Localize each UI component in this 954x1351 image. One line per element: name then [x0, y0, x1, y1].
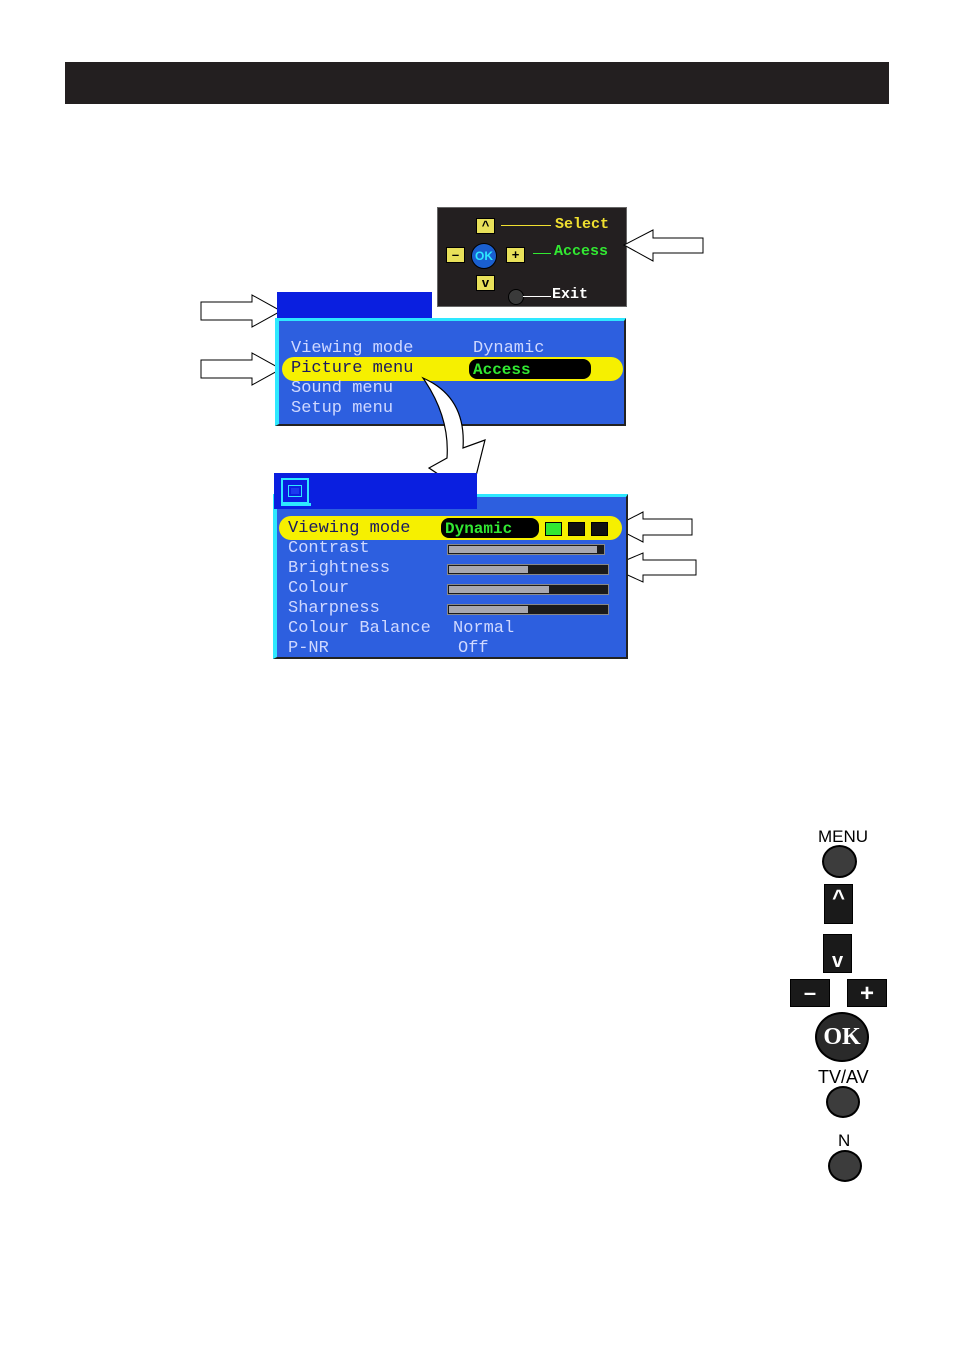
sharpness-slider[interactable]: [447, 604, 609, 615]
colour-balance-value: Normal: [453, 619, 514, 639]
n-button[interactable]: [828, 1150, 862, 1182]
picture-menu-item-colour-balance[interactable]: Colour Balance: [288, 619, 431, 639]
brightness-slider-fill: [449, 566, 528, 573]
picture-menu-item-sharpness[interactable]: Sharpness: [288, 599, 380, 619]
main-menu-item-sound-menu[interactable]: Sound menu: [291, 379, 393, 399]
p-nr-value: Off: [458, 639, 489, 659]
arrow-to-help-panel: [624, 230, 703, 261]
menu-button[interactable]: [822, 845, 857, 878]
arrow-to-menu-tab: [201, 295, 281, 327]
minus-button[interactable]: –: [790, 979, 830, 1007]
colour-slider-fill: [449, 586, 549, 593]
picture-menu-icon: [281, 478, 309, 504]
n-button-label: N: [838, 1131, 850, 1151]
picture-menu-icon-underline: [281, 503, 311, 506]
main-menu-item-setup-menu[interactable]: Setup menu: [291, 399, 393, 419]
down-button[interactable]: v: [823, 934, 852, 973]
arrow-to-picture-menu-item: [201, 353, 281, 385]
sharpness-slider-fill: [449, 606, 528, 613]
up-button[interactable]: ^: [824, 884, 853, 924]
colour-slider[interactable]: [447, 584, 609, 595]
main-menu-item-picture-menu[interactable]: Picture menu: [291, 359, 413, 379]
picture-menu-item-viewing-mode[interactable]: Viewing mode: [288, 519, 410, 539]
brightness-slider[interactable]: [447, 564, 609, 575]
viewing-mode-value-box[interactable]: Dynamic: [441, 518, 539, 538]
mode-indicator-1: [545, 522, 562, 536]
mode-indicator-2: [568, 522, 585, 536]
contrast-slider-fill: [449, 546, 597, 553]
tvav-button-label: TV/AV: [818, 1067, 869, 1088]
picture-menu-item-p-nr[interactable]: P-NR: [288, 639, 329, 659]
plus-button[interactable]: +: [847, 979, 887, 1007]
main-menu-value-viewing-mode: Dynamic: [473, 339, 544, 359]
picture-menu-icon-inner: [289, 486, 301, 496]
picture-menu-panel: Dynamic Viewing mode Contrast Brightness…: [273, 494, 628, 659]
menu-button-label: MENU: [818, 827, 868, 847]
picture-menu-item-brightness[interactable]: Brightness: [288, 559, 390, 579]
mode-indicator-3: [591, 522, 608, 536]
main-menu-item-viewing-mode[interactable]: Viewing mode: [291, 339, 413, 359]
contrast-slider[interactable]: [447, 544, 605, 555]
tvav-button[interactable]: [826, 1086, 860, 1118]
picture-menu-item-contrast[interactable]: Contrast: [288, 539, 370, 559]
ok-button[interactable]: OK: [815, 1012, 869, 1062]
picture-menu-item-colour[interactable]: Colour: [288, 579, 349, 599]
